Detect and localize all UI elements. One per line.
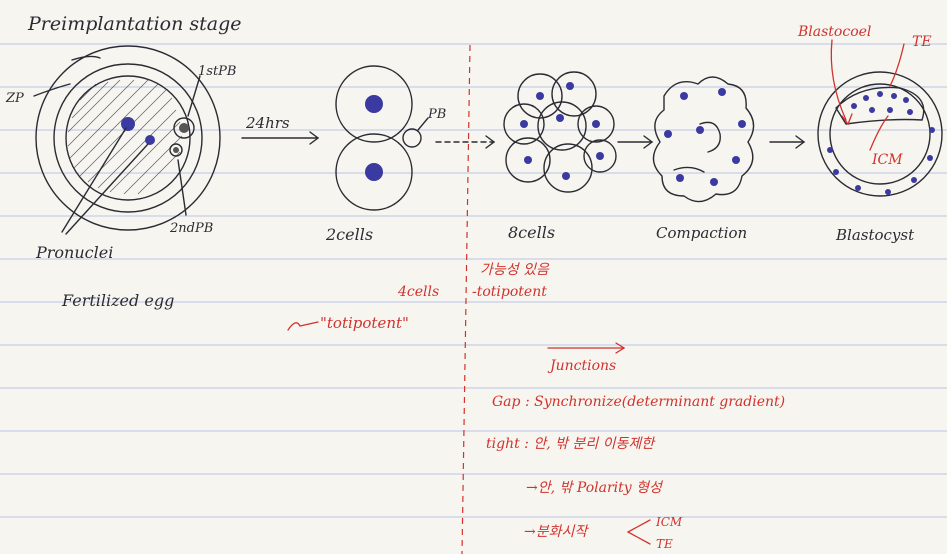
blastocyst-caption: Blastocyst (835, 226, 915, 244)
differentiation-icm: ICM (655, 515, 683, 529)
gap-note: Gap : Synchronize(determinant gradient) (492, 394, 785, 410)
eight-cell-drawing (504, 72, 616, 192)
te-label: TE (912, 34, 932, 50)
ruled-lines (0, 44, 947, 517)
compaction-caption: Compaction (656, 224, 747, 242)
pronucleus-2 (145, 135, 155, 145)
first-pb-leader (188, 76, 200, 116)
blastocoel-label: Blastocoel (797, 24, 871, 40)
differentiation-note: →분화시작 (524, 524, 589, 540)
totipotent-dash-note: -totipotent (472, 284, 547, 300)
pronucleus-1 (121, 117, 135, 131)
four-cells-note: 4cells (397, 284, 439, 300)
differentiation-te: TE (656, 537, 673, 551)
second-pb-label: 2ndPB (169, 221, 213, 236)
totipotent-arrow (288, 322, 318, 330)
arrow-to-8cell (436, 136, 494, 148)
te-leader (890, 44, 904, 86)
zona-pellucida-outer (36, 46, 220, 230)
arrow-to-compaction (618, 136, 652, 148)
tight-note: tight : 안, 밖 분리 이동제한 (486, 436, 656, 452)
arrow-24hrs-label: 24hrs (245, 114, 290, 132)
arrow-to-blastocyst (770, 136, 804, 148)
compaction-drawing (653, 77, 753, 202)
blastocyst-drawing (818, 72, 942, 196)
first-pb-label: 1stPB (198, 64, 236, 79)
fertilized-egg-drawing (34, 46, 220, 234)
oocyte (66, 76, 190, 200)
page-title: Preimplantation stage (27, 13, 242, 35)
pronuclei-leader-2 (66, 144, 148, 234)
dashed-divider (462, 45, 470, 554)
korean-possible-note: 가능성 있음 (480, 262, 550, 278)
two-cell-pb-label: PB (427, 107, 446, 122)
eight-cell-caption: 8cells (508, 223, 555, 242)
cytoplasm-hatching (68, 80, 182, 194)
two-cell-drawing (336, 66, 428, 210)
differentiation-bracket (628, 520, 650, 544)
blastocoel-leader (831, 40, 846, 120)
totipotent-quote-note: "totipotent" (320, 314, 409, 332)
trophectoderm-inner (830, 84, 930, 184)
pronuclei-label: Pronuclei (35, 243, 113, 262)
zp-label: ZP (5, 91, 24, 106)
two-cell-caption: 2cells (325, 225, 373, 244)
icm-label: ICM (871, 152, 903, 168)
fertilized-egg-caption: Fertilized egg (61, 291, 174, 310)
blastocyst-outer (818, 72, 942, 196)
polarity-note: →안, 밖 Polarity 형성 (526, 480, 664, 496)
junctions-note: Junctions (547, 358, 616, 374)
polar-body (403, 129, 421, 147)
arrow-24hrs (242, 132, 318, 144)
